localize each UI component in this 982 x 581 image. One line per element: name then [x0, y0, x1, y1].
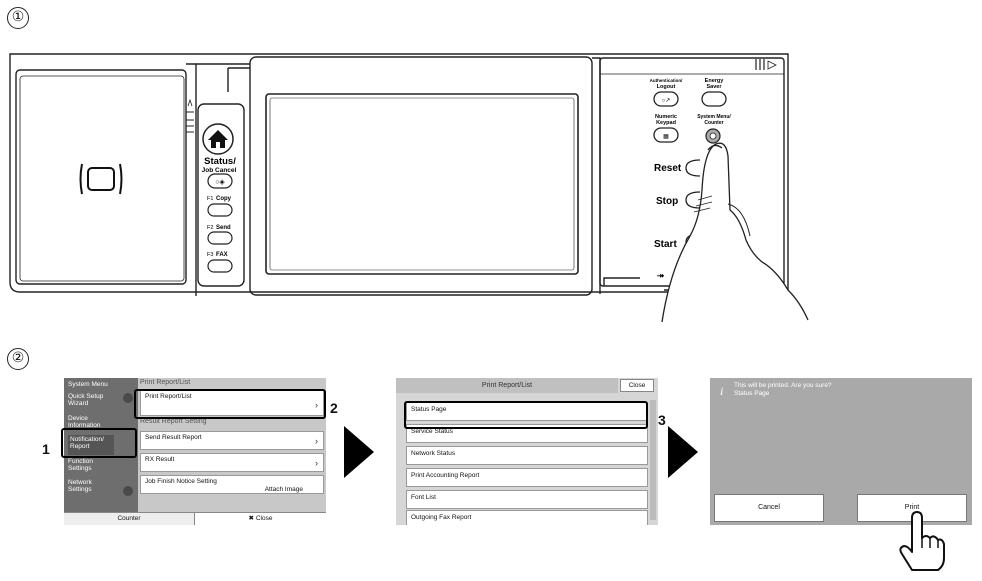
- info-icon: i: [720, 384, 724, 398]
- start-label: Start: [654, 239, 677, 250]
- close-button-label: Close: [255, 515, 273, 522]
- energy-label-2: Saver: [707, 84, 723, 90]
- row-print-report-label: Print Report/List: [145, 393, 192, 400]
- close-button[interactable]: Close: [620, 379, 654, 392]
- pointing-hand-icon: [899, 511, 945, 571]
- numeric-label-1: Numeric: [655, 114, 677, 120]
- sidebar-item-network-settings[interactable]: Network Settings: [68, 479, 92, 493]
- callout-box-notification: [61, 428, 137, 458]
- screen1-bottom-bar: Counter ✖ Close: [64, 512, 326, 525]
- close-button[interactable]: ✖ Close: [194, 513, 326, 525]
- system-menu-sidebar: System Menu Quick Setup Wizard Device In…: [64, 378, 138, 512]
- callout-number-2: 2: [330, 400, 338, 416]
- next-step-arrow: [668, 426, 698, 478]
- header-result-report: Result Report Setting: [140, 418, 207, 425]
- operation-panel-illustration: Status/ Job Cancel ○◈ F1 Copy F2 Send F3…: [9, 53, 809, 323]
- row-network-status[interactable]: Network Status: [406, 446, 648, 465]
- row-font-list[interactable]: Font List: [406, 490, 648, 509]
- f2-label: Send: [216, 225, 231, 231]
- confirm-message: This will be printed. Are you sure? Stat…: [734, 382, 832, 398]
- auth-label-1: Authentication/: [650, 78, 683, 83]
- row-rx-result-label: RX Result: [145, 456, 175, 463]
- print-report-title: Print Report/List: [396, 378, 618, 393]
- f3-label: FAX: [216, 252, 228, 258]
- svg-text:▦: ▦: [663, 134, 669, 140]
- sidebar-item-function-settings[interactable]: Function Settings: [68, 458, 93, 472]
- row-outgoing-fax-report[interactable]: Outgoing Fax Report: [406, 510, 648, 525]
- nfc-card-icon: [79, 163, 123, 195]
- f3-key: F3: [207, 252, 213, 258]
- sidebar-item-system-menu: System Menu: [68, 381, 108, 388]
- callout-box-status-page: [404, 401, 648, 429]
- stop-label: Stop: [656, 196, 678, 207]
- svg-text:○↗: ○↗: [662, 98, 671, 104]
- chevron-right-icon: ›: [315, 400, 318, 410]
- chevron-right-icon: ›: [315, 458, 318, 468]
- start-arrows-icon: ⯮: [657, 270, 665, 280]
- row-send-result-report[interactable]: Send Result Report ›: [140, 431, 324, 450]
- header-print-report: Print Report/List: [140, 379, 191, 386]
- sidebar-item-quick-setup[interactable]: Quick Setup Wizard: [68, 393, 104, 407]
- numeric-label-2: Keypad: [656, 120, 676, 126]
- pointing-hand-icon: [661, 142, 809, 323]
- row-job-finish-notice[interactable]: Job Finish Notice Setting Attach Image: [140, 475, 324, 494]
- sidebar-item-device-information[interactable]: Device Information: [68, 415, 101, 429]
- system-menu-label-2: Counter: [704, 120, 723, 126]
- screen-system-menu: System Menu Quick Setup Wizard Device In…: [64, 378, 326, 525]
- chevron-right-icon: ›: [315, 436, 318, 446]
- row-rx-result[interactable]: RX Result ›: [140, 453, 324, 472]
- row-print-accounting-report[interactable]: Print Accounting Report: [406, 468, 648, 487]
- home-icon: [202, 123, 234, 155]
- confirm-message-line2: Status Page: [734, 390, 770, 397]
- cancel-button[interactable]: Cancel: [714, 494, 824, 522]
- notification-report-pane: Print Report/List Print Report/List › Re…: [138, 378, 326, 512]
- job-cancel-label: Job Cancel: [202, 167, 237, 174]
- close-x-icon: ✖: [248, 515, 256, 522]
- f2-key: F2: [207, 225, 213, 231]
- reset-label: Reset: [654, 163, 682, 174]
- status-label: Status/: [204, 156, 236, 167]
- sidebar-item-notification-report[interactable]: Notification/ Report: [68, 435, 114, 455]
- row-send-result-label: Send Result Report: [145, 434, 202, 441]
- row-job-finish-label: Job Finish Notice Setting: [145, 478, 217, 485]
- scrollbar[interactable]: [650, 400, 656, 520]
- auth-label-2: Logout: [657, 84, 676, 90]
- svg-text:○◈: ○◈: [215, 179, 225, 186]
- callout-number-1: 1: [42, 441, 50, 457]
- row-job-finish-value: Attach Image: [264, 486, 303, 493]
- callout-number-3: 3: [658, 412, 666, 428]
- system-menu-label-1: System Menu/: [697, 114, 731, 120]
- step-number-1: ①: [7, 7, 29, 29]
- f1-label: Copy: [216, 196, 232, 202]
- step-number-2: ②: [7, 348, 29, 370]
- counter-button[interactable]: Counter: [117, 515, 141, 522]
- screen-print-confirmation: i This will be printed. Are you sure? St…: [710, 378, 972, 525]
- callout-box-print-report: [134, 389, 326, 419]
- f1-key: F1: [207, 196, 213, 202]
- next-step-arrow: [344, 426, 374, 478]
- confirm-message-line1: This will be printed. Are you sure?: [734, 382, 832, 389]
- energy-label-1: Energy: [705, 78, 725, 84]
